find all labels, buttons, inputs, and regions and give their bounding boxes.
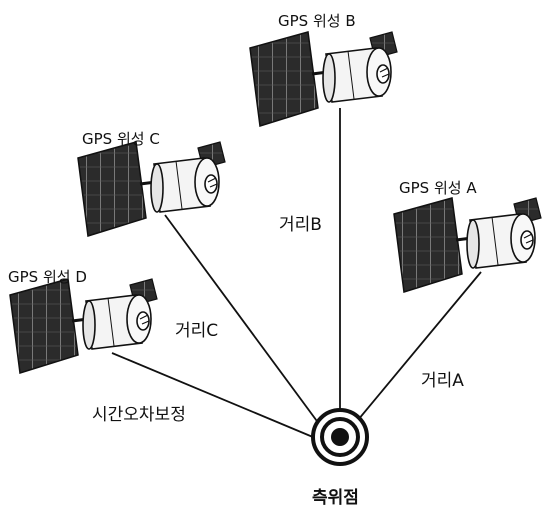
satellite-d-label: GPS 위성 D bbox=[8, 268, 87, 286]
distance-c-label: 거리C bbox=[175, 321, 219, 341]
satellite-b-label: GPS 위성 B bbox=[278, 12, 356, 30]
time-correction-label: 시간오차보정 bbox=[92, 405, 186, 425]
satellite-a-icon bbox=[392, 196, 543, 294]
line-sat-a bbox=[352, 271, 482, 427]
distance-b-label: 거리B bbox=[279, 215, 322, 235]
satellite-c-label: GPS 위성 C bbox=[82, 130, 160, 148]
line-sat-c bbox=[164, 214, 326, 433]
satellite-c-icon bbox=[76, 140, 227, 238]
line-sat-d bbox=[111, 352, 321, 441]
satellite-a-label: GPS 위성 A bbox=[399, 179, 477, 197]
satellite-b-icon bbox=[248, 30, 399, 128]
distance-a-label: 거리A bbox=[421, 371, 464, 391]
target-icon bbox=[311, 408, 369, 466]
satellite-d-icon bbox=[8, 277, 159, 375]
target-label: 측위점 bbox=[312, 488, 359, 508]
